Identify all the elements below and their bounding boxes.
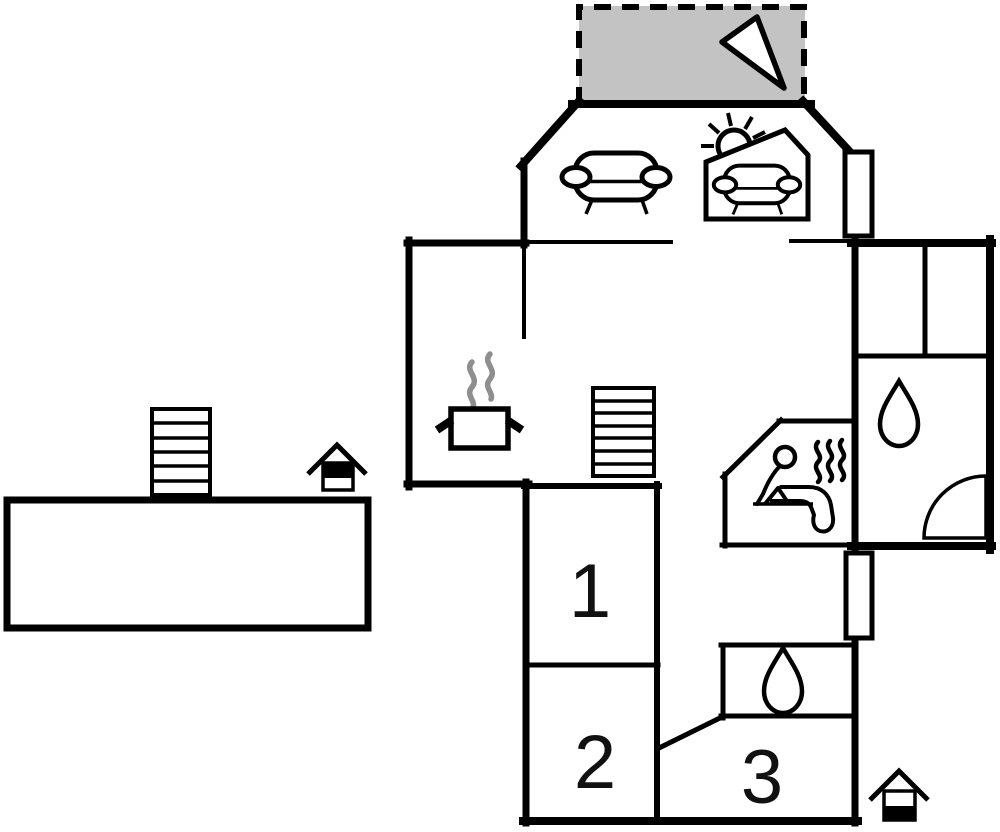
annex-staircase [150,407,212,497]
bedroom-2-label: 2 [574,720,616,805]
shower-icon [922,474,988,540]
terrace-dashed-border [576,4,807,104]
bedroom-3-label: 3 [741,735,783,820]
sauna-person-icon [753,444,836,534]
well-icon-right [868,767,930,822]
bedroom-1-label: 1 [569,549,611,634]
steam-icon [466,351,495,410]
wall-segment [515,95,585,172]
annex-outline [3,496,372,632]
wall-segment [797,95,858,160]
door-entrance [843,550,875,641]
wall-segment [655,712,728,752]
wall-segment [719,416,785,481]
kitchen [434,351,525,451]
bathroom [880,381,988,540]
sauna [719,416,857,549]
cooking-pot-icon [434,406,525,451]
living-room [562,112,811,222]
door-top-right [842,149,875,239]
terrace [576,4,807,104]
annex-building [3,407,372,632]
compass-arrow-icon [719,14,787,91]
sauna-steam-icon [813,437,847,485]
well-icon-left [306,441,368,492]
conservatory [703,127,811,222]
staircase-main [591,386,656,478]
walls [403,95,996,827]
